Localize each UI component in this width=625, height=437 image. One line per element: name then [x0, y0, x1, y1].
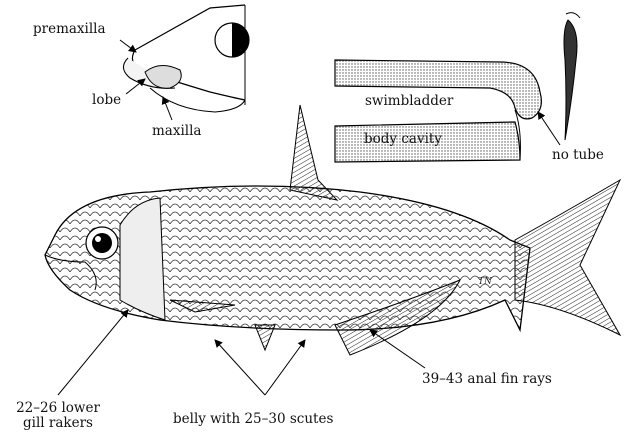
gill-rakers-line1: 22–26 lower [8, 401, 108, 416]
maxilla-label: maxilla [152, 124, 201, 139]
premaxilla-label: premaxilla [33, 22, 106, 37]
no-tube-label: no tube [552, 148, 604, 163]
gill-rakers-label: 22–26 lower gill rakers [8, 401, 108, 431]
svg-text:TN: TN [478, 277, 493, 287]
artist-signature: TN [478, 277, 493, 287]
gill-rakers-line2: gill rakers [8, 416, 108, 431]
fish [45, 105, 620, 355]
gill-raker-detail [564, 13, 580, 140]
body-cavity-label: body cavity [364, 132, 442, 147]
lobe-label: lobe [92, 93, 121, 108]
swimbladder-label: swimbladder [365, 94, 453, 109]
head-detail [120, 5, 249, 120]
belly-scutes-label: belly with 25–30 scutes [173, 412, 333, 427]
anal-fin-rays-label: 39–43 anal fin rays [422, 372, 552, 387]
